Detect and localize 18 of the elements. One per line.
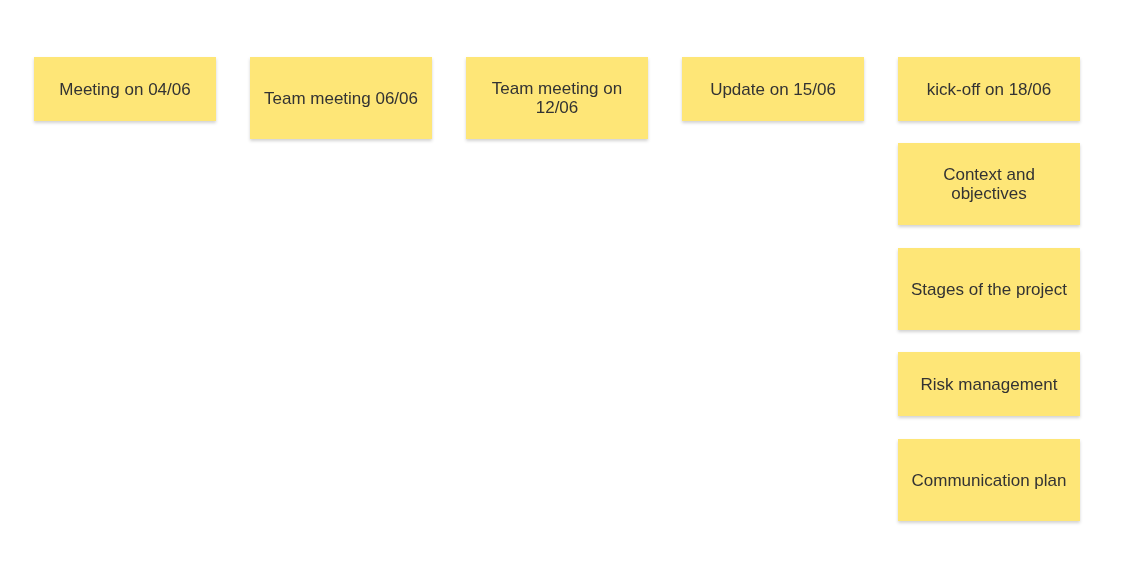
sticky-note xyxy=(898,439,1080,521)
sticky-note xyxy=(466,57,648,139)
sticky-note xyxy=(898,248,1080,330)
sticky-note xyxy=(250,57,432,139)
note-text: Team meeting on 12/06 xyxy=(490,79,624,117)
sticky-note xyxy=(682,57,864,121)
sticky-note xyxy=(898,352,1080,416)
sticky-note xyxy=(898,143,1080,225)
note-text: Update on 15/06 xyxy=(710,79,836,99)
sticky-note xyxy=(34,57,216,121)
note-text: Stages of the project xyxy=(911,279,1067,299)
note-text: Risk management xyxy=(920,374,1058,394)
note-text: Communication plan xyxy=(911,470,1067,490)
sticky-note xyxy=(898,57,1080,121)
note-text: Meeting on 04/06 xyxy=(59,79,191,99)
note-text: Team meeting 06/06 xyxy=(263,88,418,108)
note-text: kick-off on 18/06 xyxy=(926,79,1052,99)
note-text: Context and objectives xyxy=(942,165,1036,203)
